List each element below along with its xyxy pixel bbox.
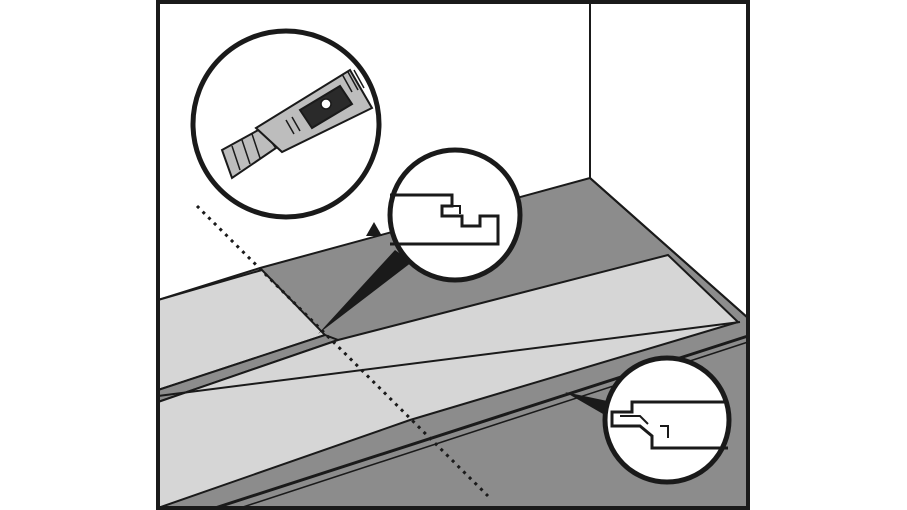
callout-pointer-lower (565, 392, 612, 418)
callout-tip-upper (366, 222, 382, 236)
frame-border (156, 0, 750, 510)
callout-pointer-upper (318, 250, 412, 334)
utility-knife-icon (190, 28, 382, 220)
plank-seam-upper (157, 321, 741, 397)
tongue-joint-icon (387, 147, 523, 283)
wall-floor-junction (589, 177, 749, 319)
groove-joint-icon (602, 355, 732, 485)
